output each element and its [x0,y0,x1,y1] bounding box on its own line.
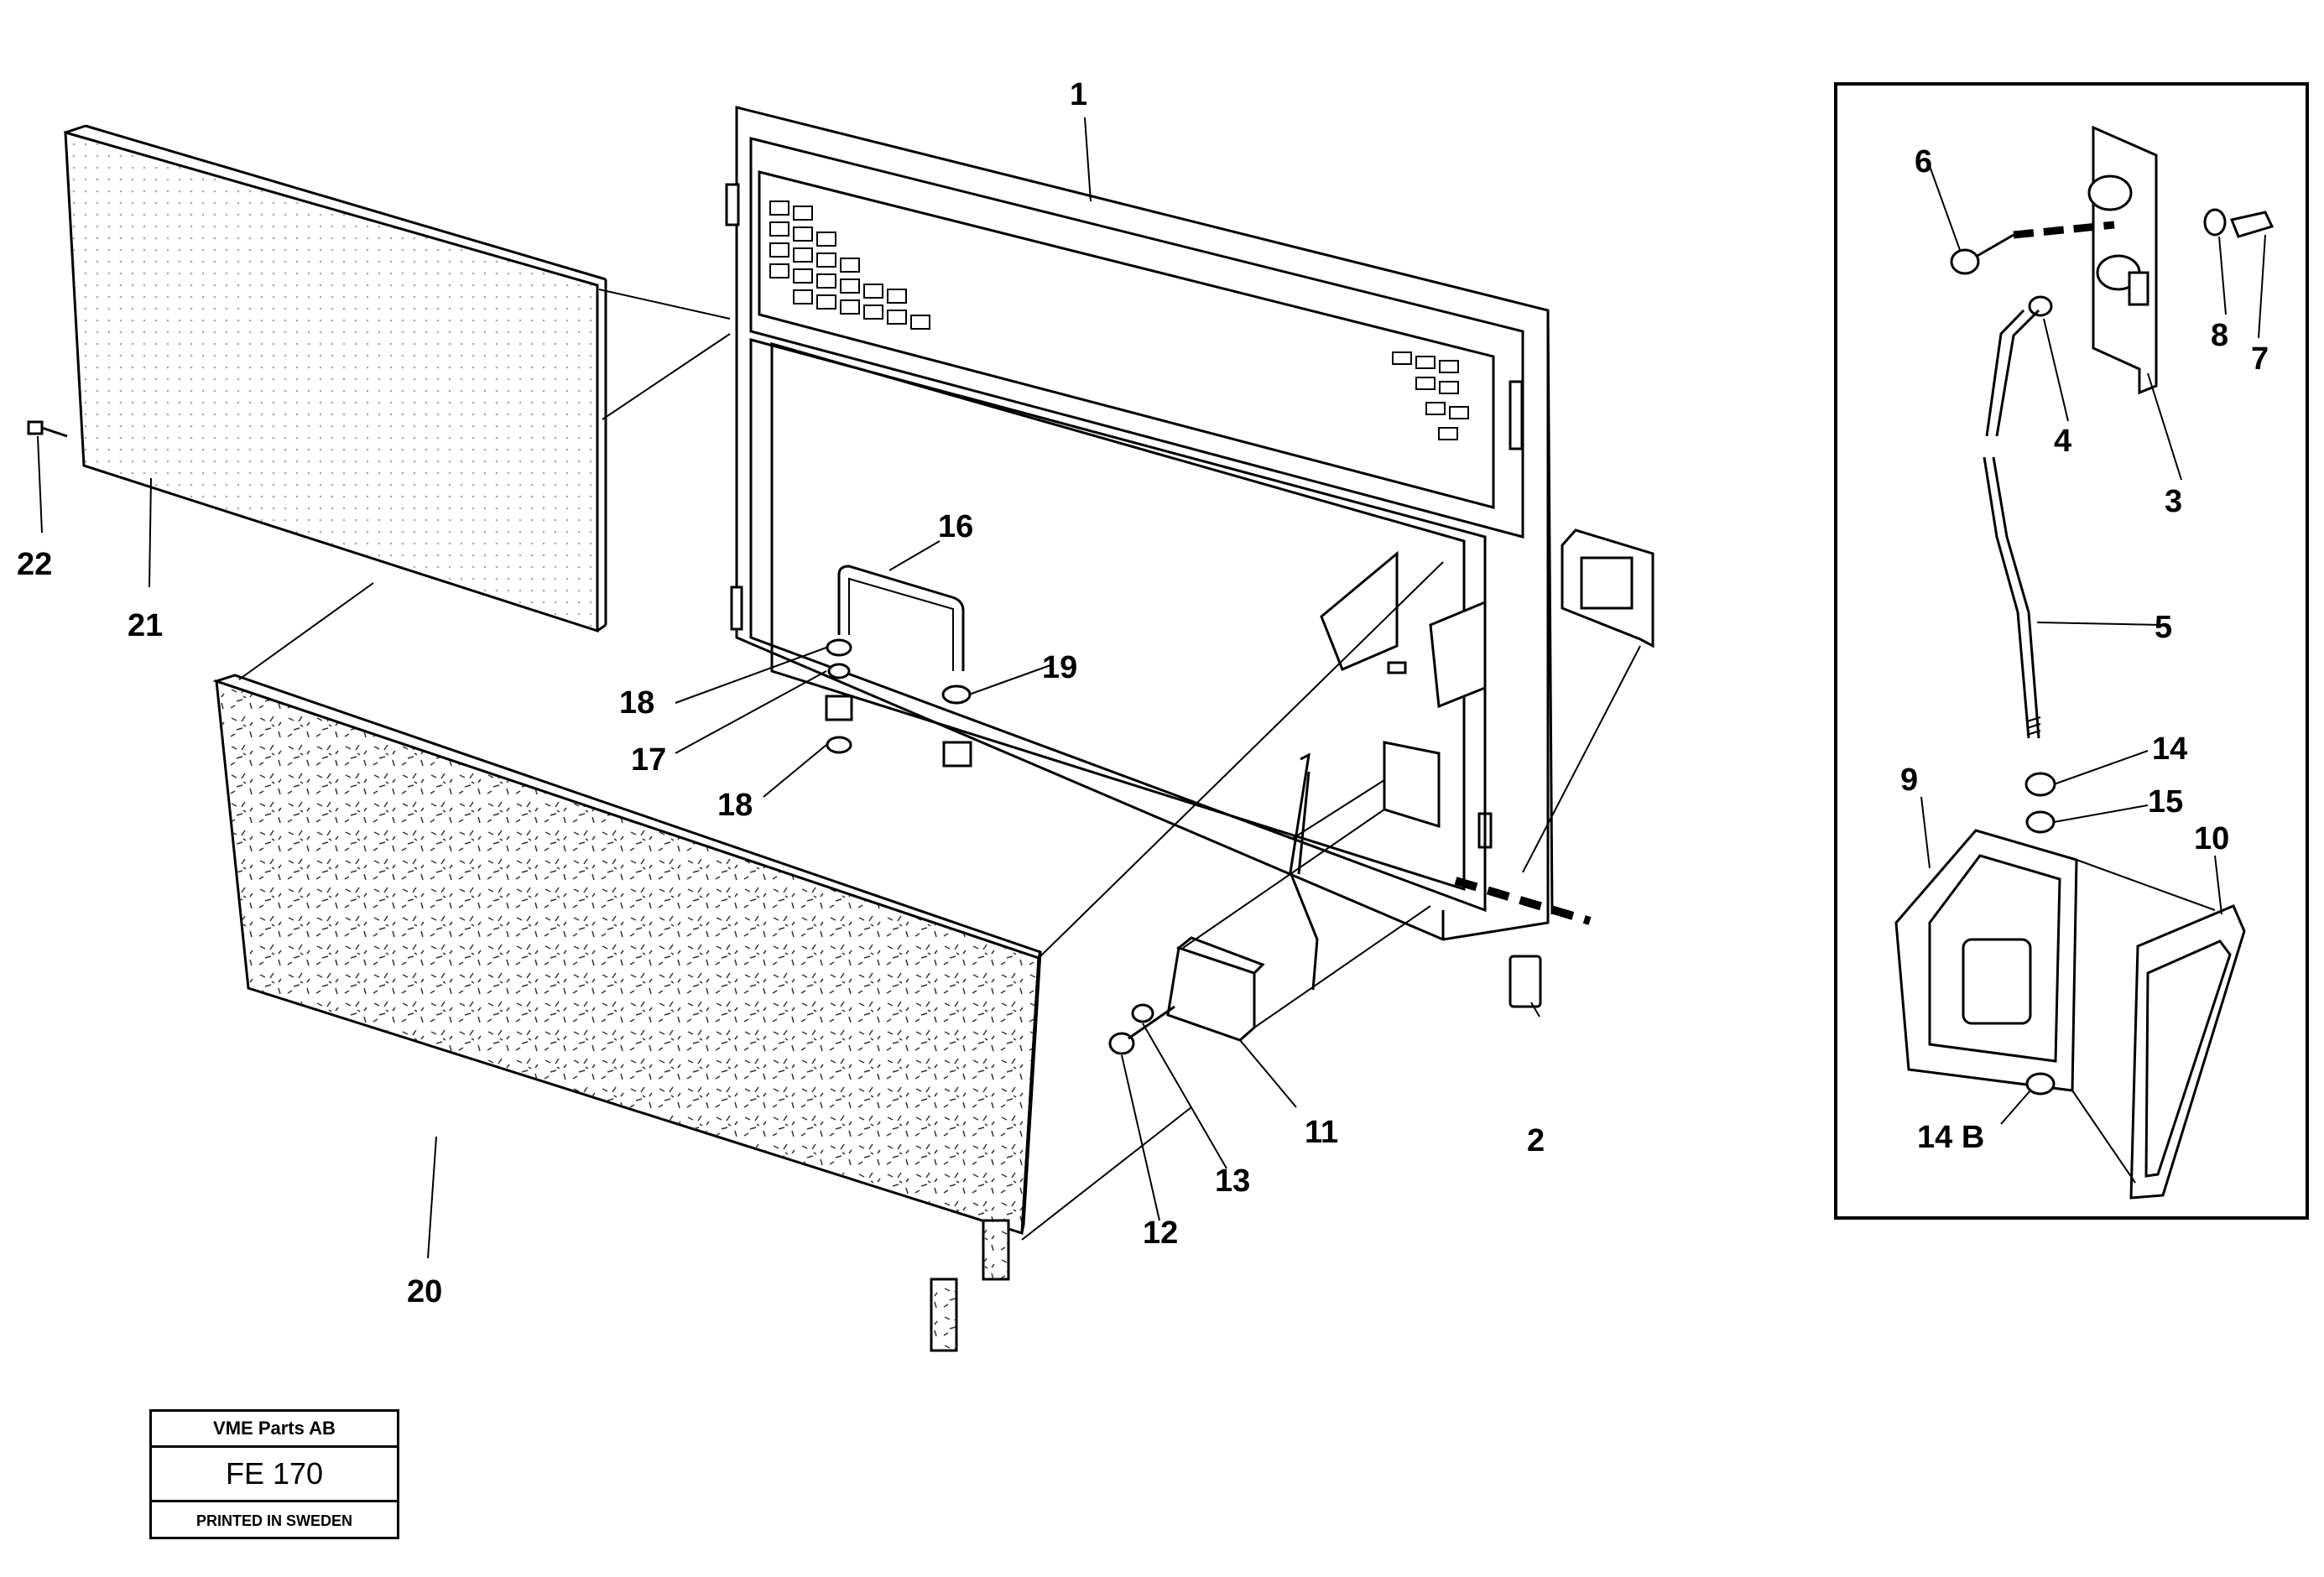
drawing-code: FE 170 [152,1448,397,1502]
part-11-lock-bracket [1166,752,1319,1042]
part-22-screw [27,420,68,438]
callout-18-lower: 18 [717,788,753,823]
callout-13: 13 [1215,1163,1250,1199]
callout-19: 19 [1042,650,1077,685]
callout-leaders [37,117,2266,1259]
callout-14: 14 [2152,731,2187,767]
callout-9: 9 [1900,762,1918,798]
callout-20: 20 [407,1274,442,1309]
callout-15: 15 [2148,784,2183,820]
callout-12: 12 [1143,1215,1178,1251]
callout-5: 5 [2155,610,2172,645]
washers-17-18-19 [825,638,972,768]
part-12-13-screw-washer [1108,1003,1175,1055]
title-block: VME Parts AB FE 170 PRINTED IN SWEDEN [149,1409,399,1539]
printed-note: PRINTED IN SWEDEN [195,1512,352,1529]
part-21-back-panel [64,124,607,633]
inset-detail-box [1834,82,2309,1220]
callout-17: 17 [631,742,666,778]
callout-11: 11 [1305,1115,1338,1150]
part-16-handle [837,565,965,671]
frame-lock-housing [1561,528,1654,648]
part-20-insulation-panel [212,674,1042,1352]
part-1-door-frame [725,106,1554,941]
callout-1: 1 [1070,77,1087,112]
callout-21: 21 [128,608,163,643]
callout-22: 22 [17,547,52,582]
callout-10: 10 [2194,821,2229,856]
callout-8: 8 [2211,318,2228,353]
part-2-rubber-stop [1454,877,1592,1008]
callout-14b: 14 B [1917,1120,1984,1155]
callout-3: 3 [2165,484,2182,519]
callout-18-upper: 18 [619,685,654,721]
callout-2: 2 [1527,1123,1545,1158]
callout-labels: 1 2 3 4 5 6 7 8 9 10 11 12 13 14 14 B 15… [17,77,2269,1309]
callout-16: 16 [938,509,973,544]
assembly-lines [238,289,1641,1241]
frame-striker-plates [1320,550,1487,829]
callout-7: 7 [2251,341,2269,377]
callout-4: 4 [2054,424,2071,459]
callout-6: 6 [1915,144,1932,180]
company-name: VME Parts AB [152,1412,397,1448]
